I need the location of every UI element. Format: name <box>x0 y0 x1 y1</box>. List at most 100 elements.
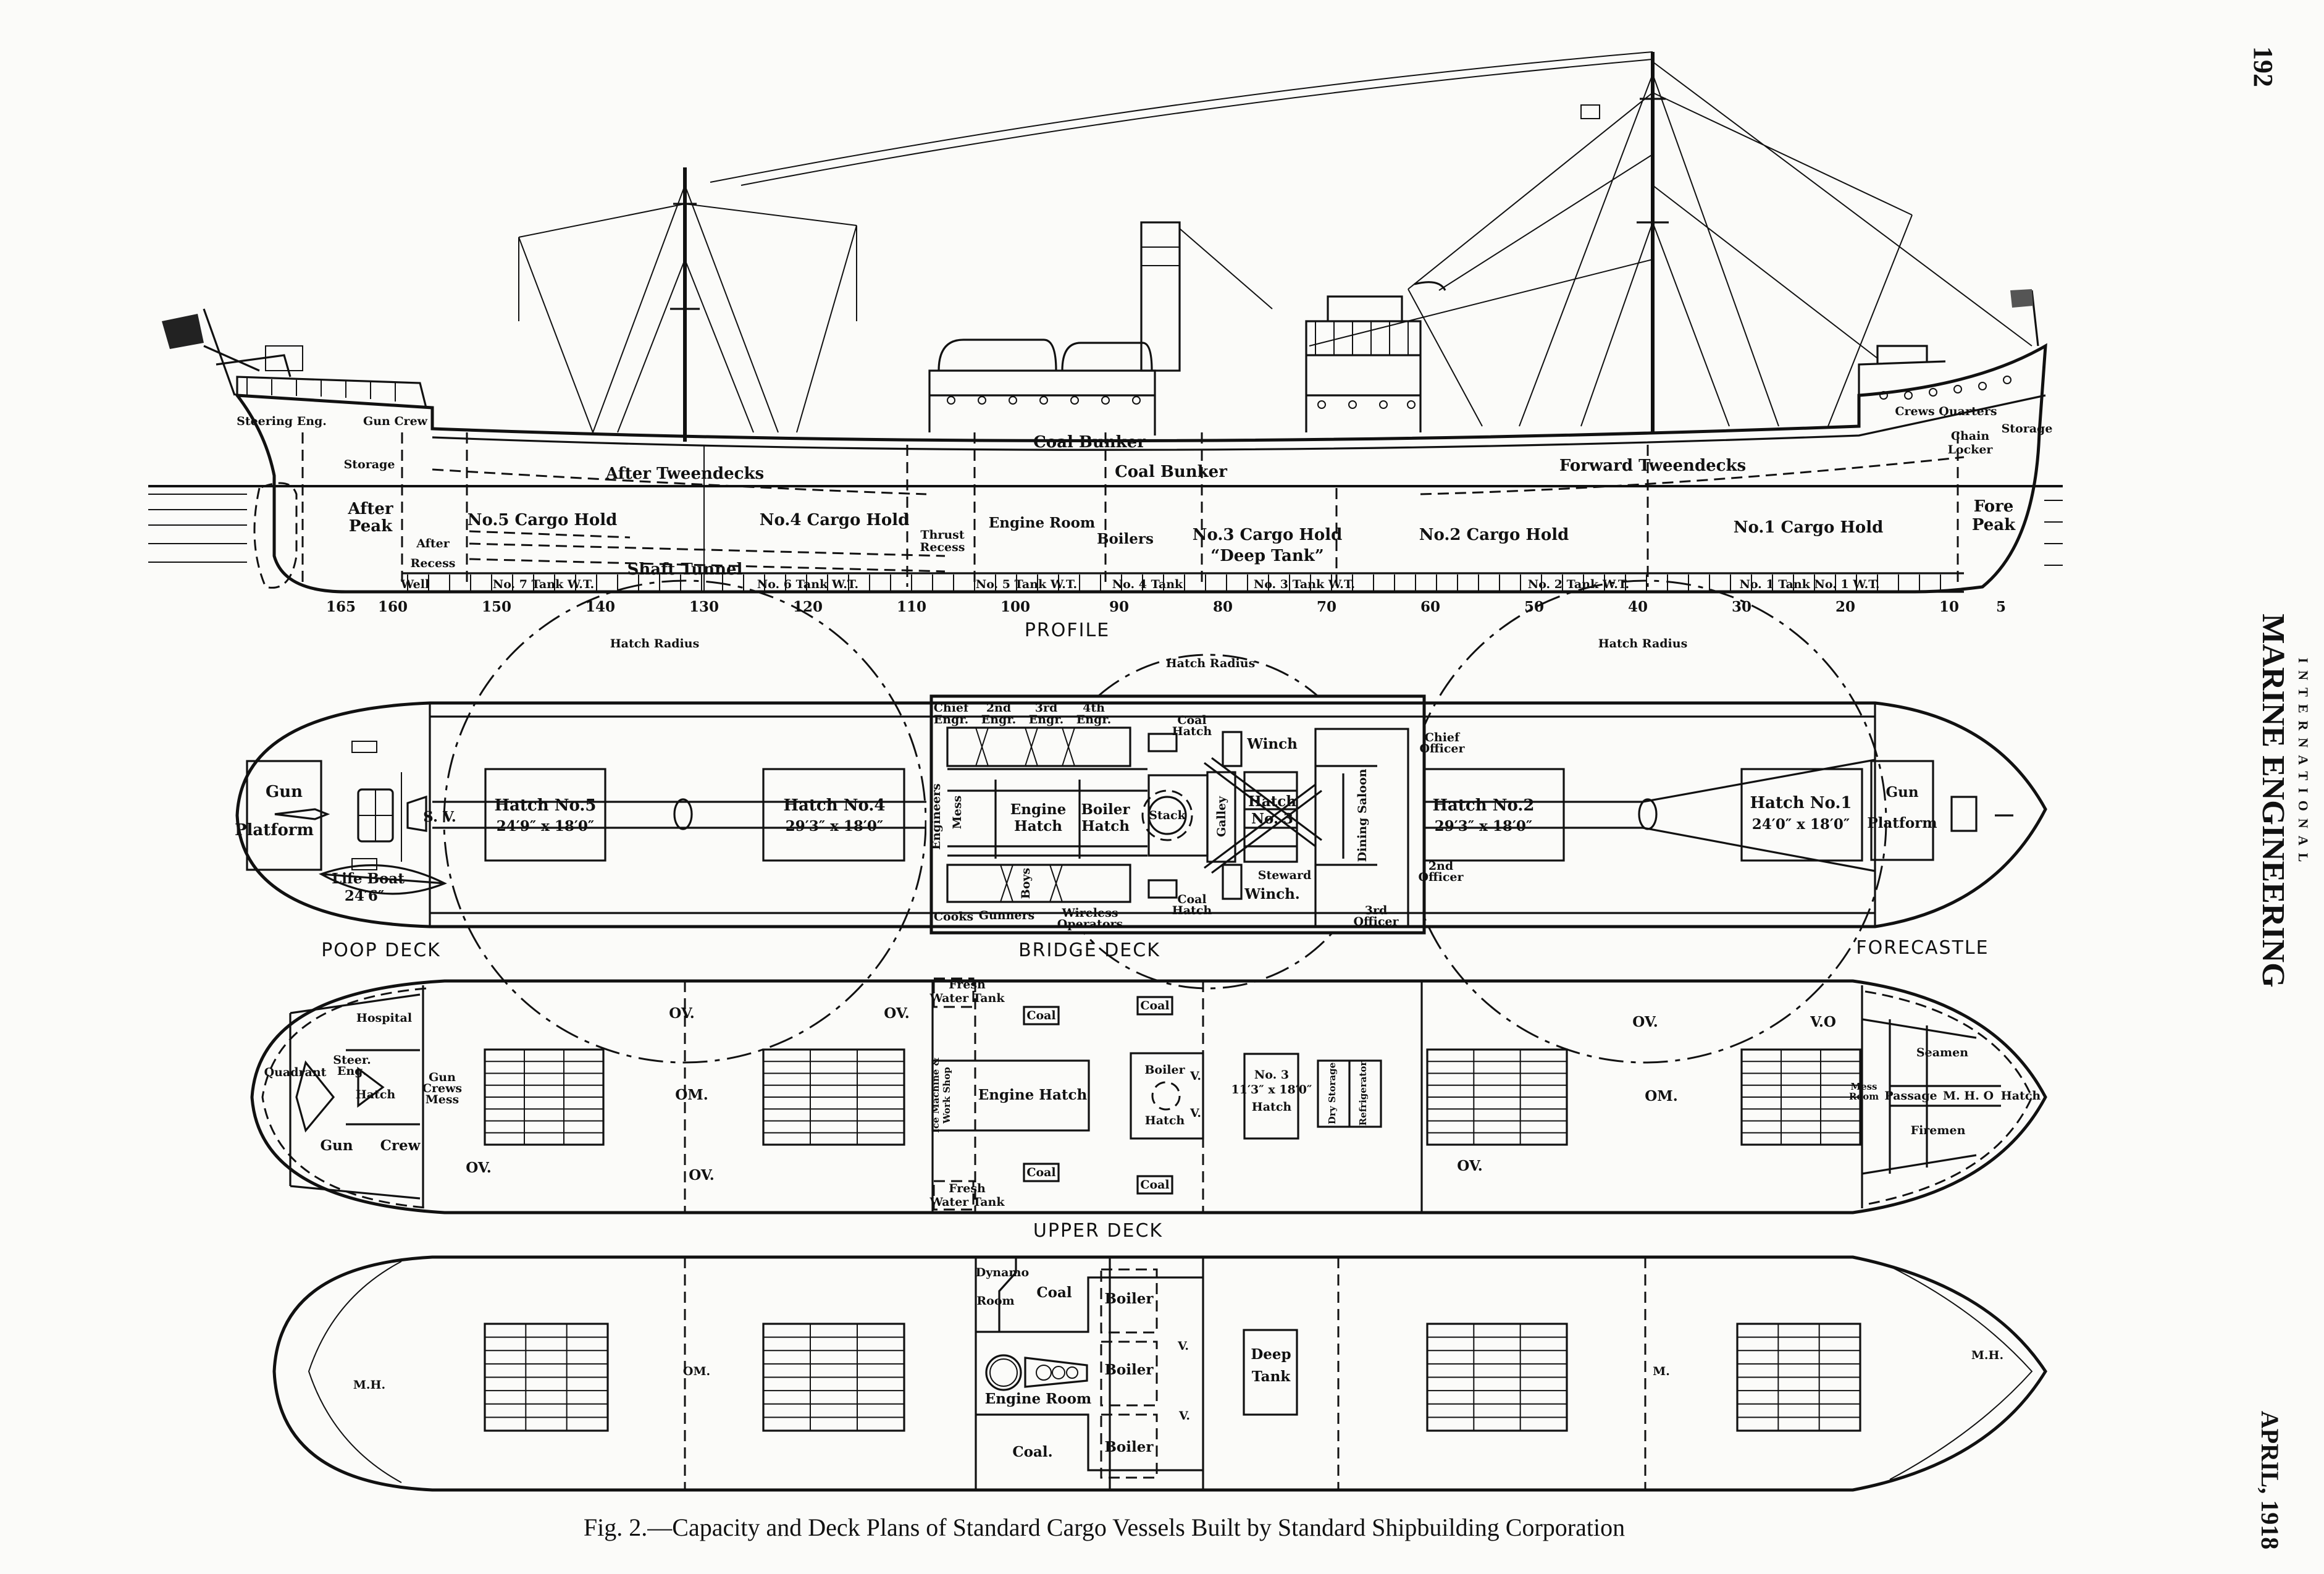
hatch-no5 <box>484 768 606 862</box>
wireless-operators-1: Wireless <box>1061 906 1118 920</box>
journal-title: MARINE ENGINEERING <box>2255 613 2291 987</box>
v-label: V. <box>1178 1409 1190 1423</box>
label-coal-bunker-upper: Coal Bunker <box>1033 433 1146 452</box>
poop-gun-platform-2: Platform <box>235 821 314 840</box>
engine-hatch-2: Hatch <box>1014 818 1062 835</box>
ov-label: OV. <box>884 1005 909 1022</box>
label-hold-2: No.2 Cargo Hold <box>1419 526 1569 544</box>
tweendeck-line <box>432 456 1965 495</box>
forecastle-deck-details <box>1870 760 2013 861</box>
wireless-antenna <box>710 51 1653 186</box>
steer-eng-2: Eng. <box>337 1064 367 1078</box>
coal-hatch-lower-1: Coal <box>1177 893 1206 906</box>
engine-casing-house <box>928 339 1156 436</box>
v-label: V. <box>1177 1339 1189 1353</box>
label-deep-tank: “Deep Tank” <box>1210 547 1324 565</box>
forecastle-title: FORECASTLE <box>1856 937 1989 959</box>
hatch3-bridge-2: No. 3 <box>1251 810 1293 827</box>
label-well: Well <box>400 578 429 591</box>
fresh-water-tank-upper-1: Fresh <box>949 978 986 991</box>
second-engr-2: Engr. <box>981 713 1016 726</box>
coal-hatch-upper-1: Coal <box>1177 713 1206 727</box>
third-engr-1: 3rd <box>1035 701 1058 715</box>
boiler-label: Boiler <box>1104 1361 1154 1378</box>
gun-crews-mess-2: Crews <box>422 1082 462 1095</box>
label-after-peak-2: Peak <box>349 517 393 536</box>
label-shaft-tunnel: Shaft Tunnel <box>627 560 743 579</box>
bow-flag <box>2010 289 2039 347</box>
label-fore-peak-1: Fore <box>1974 497 2014 516</box>
vo-label: V.O <box>1810 1014 1836 1030</box>
chief-officer-1: Chief <box>1425 731 1461 744</box>
winch-upper-label: Winch <box>1246 736 1298 752</box>
engine-hatch-1: Engine <box>1010 801 1066 818</box>
second-officer-1: 2nd <box>1428 859 1453 873</box>
engine-icon <box>985 1354 1088 1391</box>
life-boat-label: Life Boat <box>332 870 405 887</box>
hatch-no5-label: Hatch No.5 <box>494 796 596 815</box>
coal-label: Coal <box>1026 1166 1055 1179</box>
hatch-no5-size: 24′9″ x 18′0″ <box>497 818 594 835</box>
chief-engr-1: Chief <box>934 701 970 715</box>
hatch-no4-size: 29′3″ x 18′0″ <box>786 818 883 835</box>
frame-number: 50 <box>1524 599 1544 615</box>
frame-number: 90 <box>1109 599 1129 615</box>
second-engr-1: 2nd <box>986 701 1011 715</box>
frame-number: 160 <box>378 599 408 615</box>
aft-hatch-label: Hatch <box>356 1088 396 1101</box>
mh-fwd-label: M.H. <box>1971 1349 2003 1362</box>
fore-mast <box>1407 52 2032 432</box>
fore-mast-base <box>1638 798 1658 830</box>
frame-number: 100 <box>1000 599 1030 615</box>
second-officer-2: Officer <box>1418 870 1464 884</box>
ov-label: OV. <box>1632 1014 1658 1030</box>
work-shop-label: Work Shop <box>941 1067 952 1124</box>
coal-hatch-lower-2: Hatch <box>1172 904 1212 917</box>
dry-storage-label: Dry Storage <box>1327 1063 1338 1124</box>
figure-caption: Fig. 2.—Capacity and Deck Plans of Stand… <box>584 1513 1625 1541</box>
steer-eng-1: Steer. <box>333 1053 371 1067</box>
om-label: OM. <box>683 1365 710 1378</box>
label-tank-1: No. 1 Tank No. 1 W.T. <box>1739 578 1879 591</box>
dining-saloon-label: Dining Saloon <box>1356 768 1369 862</box>
boiler-hatch-1: Boiler <box>1144 1063 1185 1077</box>
poop-deck-details <box>246 741 447 895</box>
bridge-house-labels: Chief Engr. 2nd Engr. 3rd Engr. 4th Engr… <box>929 701 1466 931</box>
hatch-no2-size: 29′3″ x 18′0″ <box>1435 818 1532 835</box>
hatch3-upper-2: 11′3″ x 18′0″ <box>1231 1083 1312 1096</box>
forecastle-structure <box>1858 345 2011 400</box>
hatch3-upper-1: No. 3 <box>1254 1068 1289 1082</box>
ice-machine-label: Ice Machine & <box>930 1057 941 1133</box>
ov-label: OV. <box>689 1167 714 1184</box>
fresh-water-tank-lower-1: Fresh <box>949 1182 986 1195</box>
poop-deck-title: POOP DECK <box>321 940 441 961</box>
label-tank-5: No. 5 Tank W.T. <box>976 578 1077 591</box>
bridge-deck-plan: Hatch Radius Hatch Radius Hatch Radius H… <box>235 579 2047 1064</box>
label-chain-locker-2: Locker <box>1948 443 1994 457</box>
frame-number: 110 <box>897 599 926 615</box>
fwd-hatch-label: Hatch <box>2001 1089 2041 1103</box>
fourth-engr-1: 4th <box>1083 701 1105 715</box>
funnel <box>1140 221 1181 372</box>
lower-deck-labels: Dynamo Room Coal Coal. Boiler Boiler Boi… <box>353 1266 2003 1460</box>
mho-label: M. H. O <box>1943 1089 1994 1103</box>
mess-room-1: Mess <box>1850 1081 1877 1092</box>
coal-lower-label: Coal. <box>1012 1444 1052 1460</box>
gun-crew-1: Gun <box>320 1137 353 1154</box>
hatch-radius-label-aft: Hatch Radius <box>610 637 700 650</box>
hatch-radius-arcs: Hatch Radius Hatch Radius Hatch Radius <box>443 579 1887 1064</box>
hatch-no2 <box>1423 768 1565 862</box>
chief-officer-2: Officer <box>1419 742 1465 755</box>
label-storage-aft: Storage <box>344 458 395 471</box>
life-boat-size: 24′6″ <box>345 888 384 904</box>
page-number: 192 <box>2248 46 2278 87</box>
upper-deck-labels: Hospital Quadrant Steer. Eng. Hatch Gun … <box>264 978 2041 1209</box>
upper-deck-hull <box>250 979 2047 1214</box>
third-officer-1: 3rd <box>1365 904 1388 917</box>
deep-tank-2: Tank <box>1252 1368 1291 1385</box>
boiler-hatch-1: Boiler <box>1081 801 1130 818</box>
hatch3-bridge-1: Hatch <box>1248 793 1296 810</box>
poop-superstructure <box>203 345 427 408</box>
boys-label: Boys <box>1019 868 1033 899</box>
quadrant-label: Quadrant <box>264 1066 327 1079</box>
